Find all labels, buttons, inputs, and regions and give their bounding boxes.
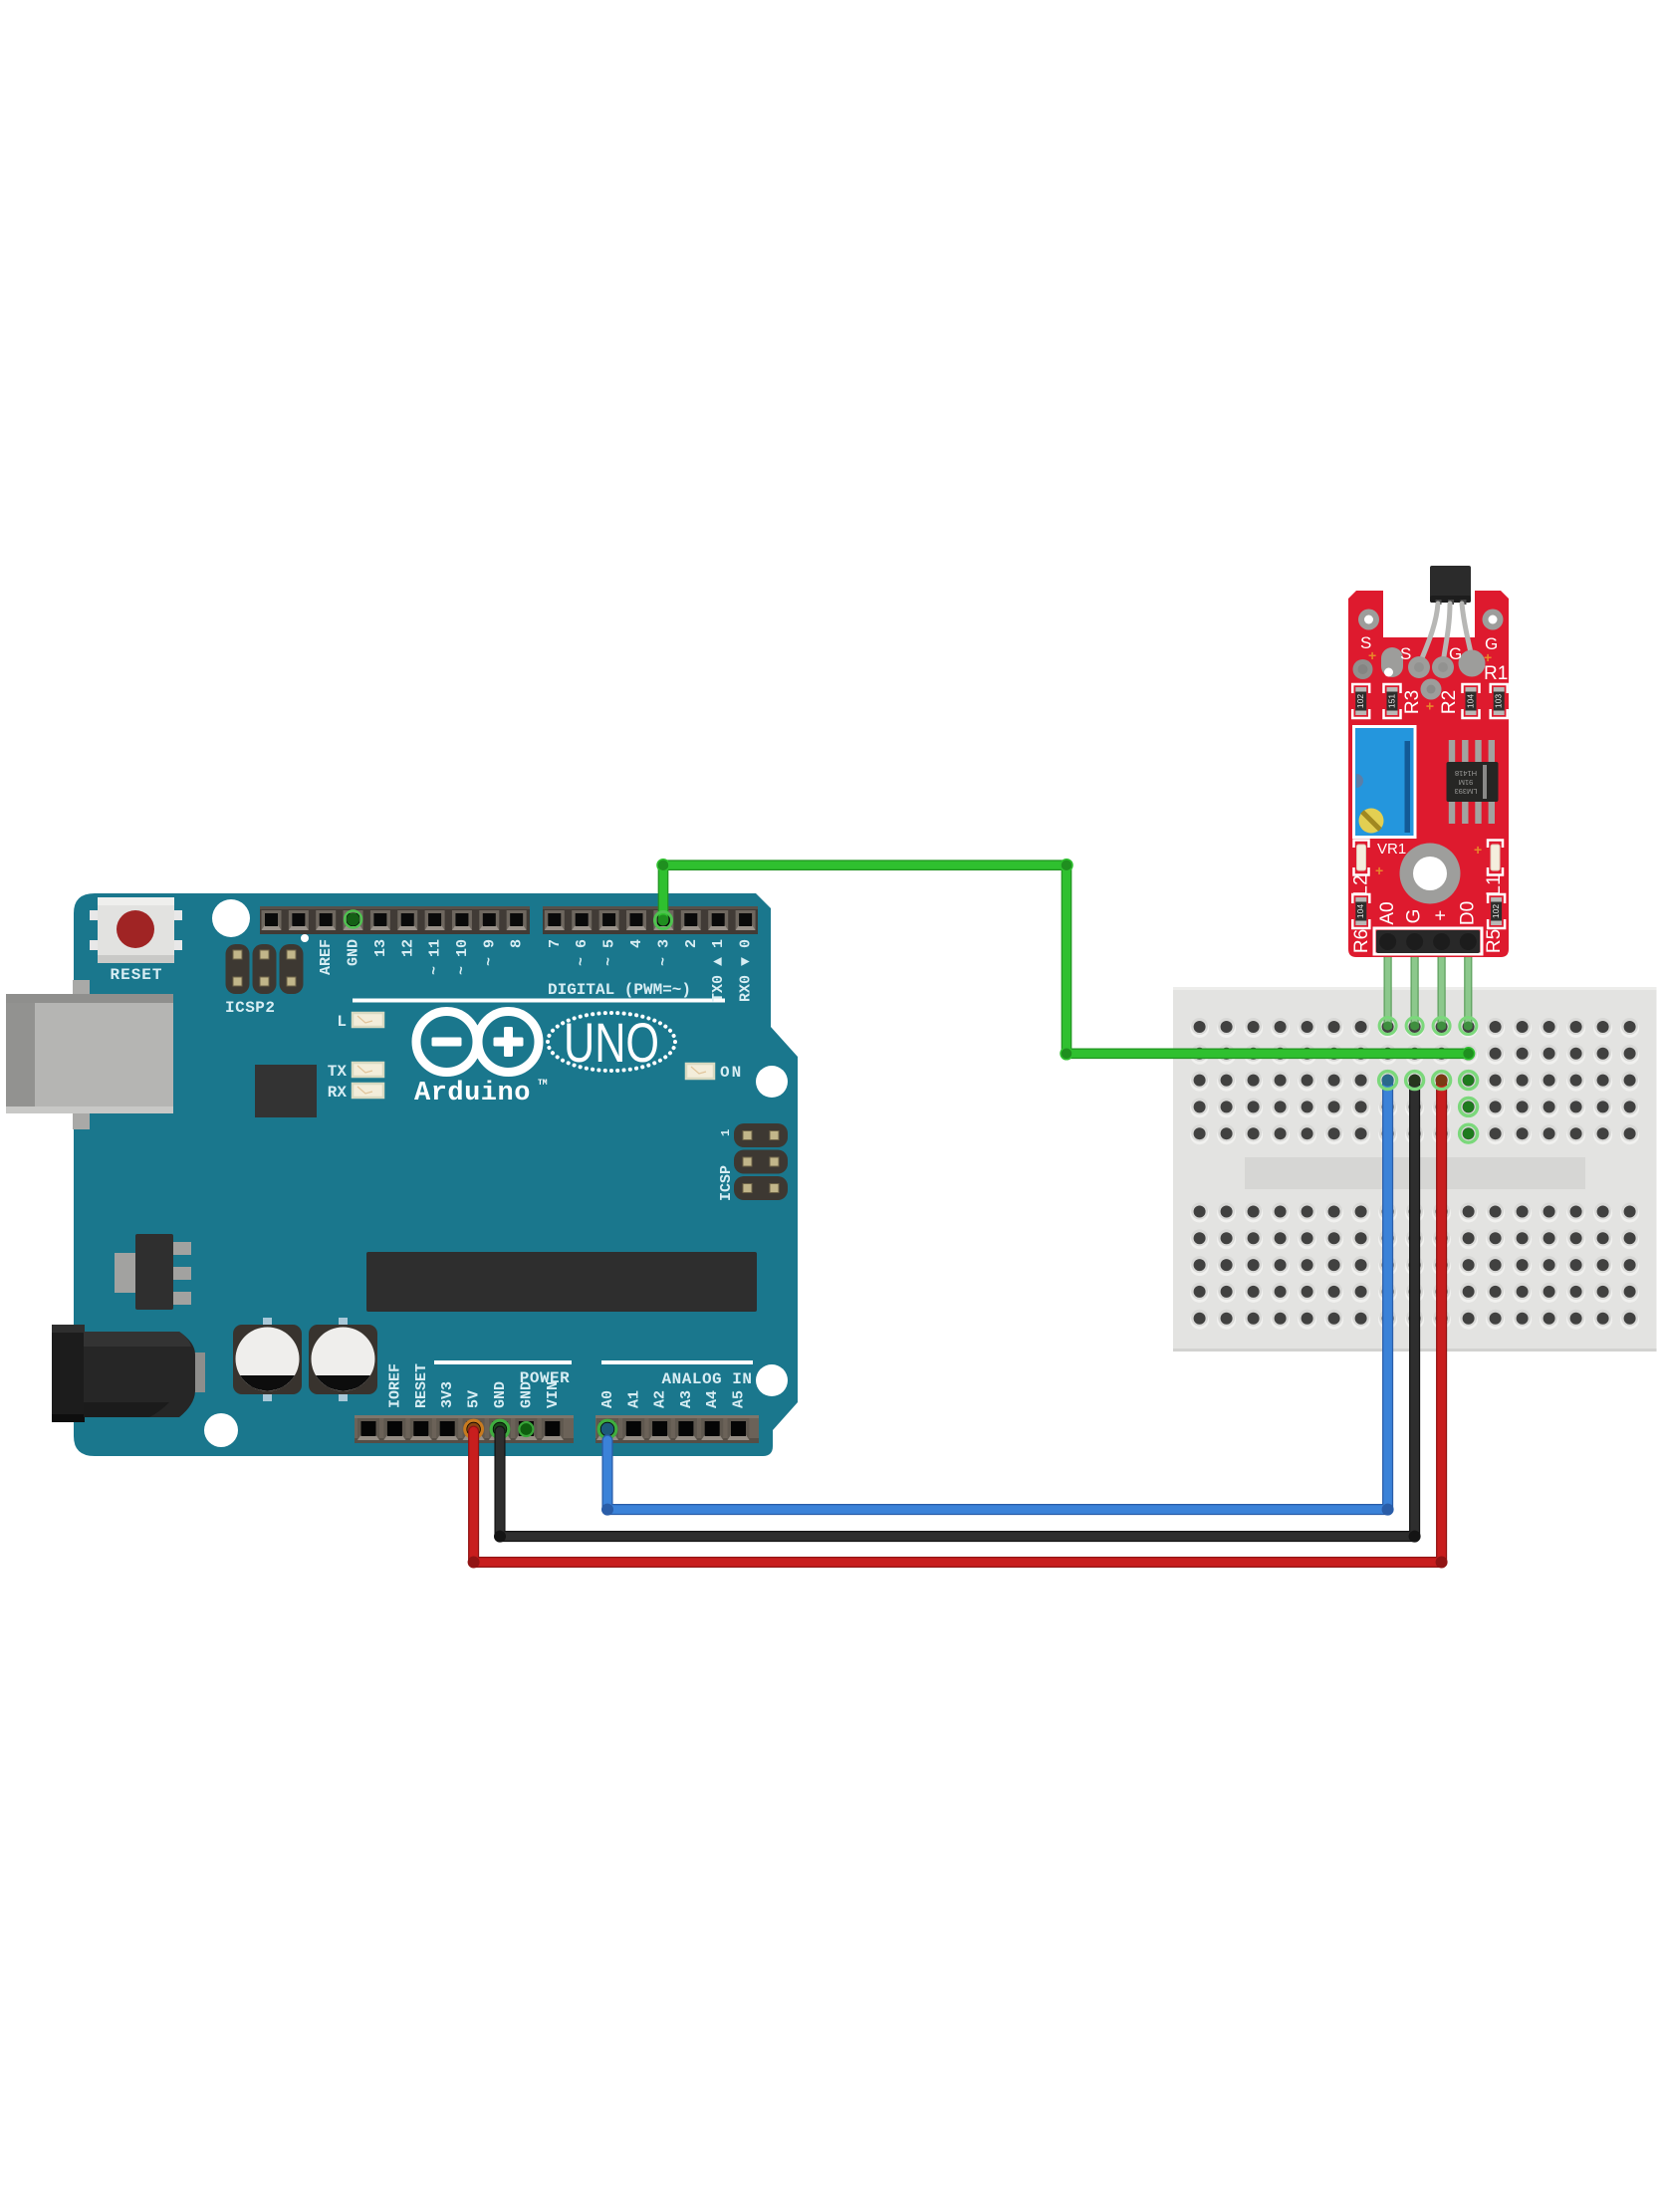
svg-text:104: 104 — [1465, 694, 1475, 708]
svg-text:D0: D0 — [1458, 901, 1479, 925]
svg-text:RX0 ▼ 0: RX0 ▼ 0 — [738, 939, 755, 1002]
svg-text:~ 9: ~ 9 — [481, 939, 498, 966]
svg-text:4: 4 — [628, 939, 645, 948]
svg-text:TX0 ▲ 1: TX0 ▲ 1 — [710, 939, 727, 1002]
svg-text:2: 2 — [683, 939, 700, 948]
svg-text:102: 102 — [1491, 904, 1501, 918]
svg-text:GND: GND — [346, 939, 362, 966]
svg-text:AREF: AREF — [318, 939, 335, 975]
svg-text:G: G — [1485, 634, 1498, 653]
svg-text:~ 10: ~ 10 — [454, 939, 471, 975]
svg-text:TM: TM — [538, 1079, 548, 1088]
svg-text:7: 7 — [547, 939, 564, 948]
svg-text:~ 6: ~ 6 — [574, 939, 591, 966]
svg-text:RESET: RESET — [413, 1363, 430, 1408]
svg-text:A5: A5 — [730, 1390, 747, 1408]
svg-text:VIN: VIN — [545, 1381, 562, 1408]
svg-text:13: 13 — [372, 939, 389, 957]
svg-text:A1: A1 — [625, 1390, 642, 1408]
svg-text:S: S — [1400, 644, 1411, 663]
svg-text:DIGITAL (PWM=~): DIGITAL (PWM=~) — [548, 981, 691, 999]
svg-text:+: + — [1422, 702, 1438, 710]
svg-text:ANALOG IN: ANALOG IN — [662, 1370, 753, 1388]
svg-text:A0: A0 — [1377, 901, 1398, 924]
svg-text:RX: RX — [328, 1084, 348, 1102]
svg-text:R5: R5 — [1484, 929, 1505, 953]
svg-text:91M: 91M — [1459, 778, 1474, 787]
svg-text:LM393: LM393 — [1455, 787, 1478, 796]
svg-text:104: 104 — [1355, 904, 1365, 918]
svg-text:A4: A4 — [704, 1390, 721, 1408]
svg-text:103: 103 — [1493, 694, 1503, 708]
svg-text:IOREF: IOREF — [386, 1363, 403, 1408]
svg-text:5V: 5V — [466, 1390, 483, 1408]
svg-text:12: 12 — [399, 939, 416, 957]
svg-text:~ 11: ~ 11 — [427, 939, 444, 975]
svg-text:+: + — [1484, 649, 1492, 665]
svg-text:S: S — [1360, 633, 1371, 652]
svg-text:A2: A2 — [652, 1390, 669, 1408]
svg-text:+: + — [1375, 862, 1383, 878]
svg-text:L: L — [337, 1013, 347, 1031]
svg-text:A0: A0 — [599, 1390, 616, 1408]
svg-text:+: + — [1474, 842, 1482, 858]
svg-text:UNO: UNO — [564, 1011, 659, 1074]
svg-text:Arduino: Arduino — [414, 1079, 531, 1108]
svg-text:L1: L1 — [1484, 874, 1505, 895]
svg-text:+: + — [1368, 647, 1376, 663]
svg-text:8: 8 — [509, 939, 526, 948]
svg-text:VR1: VR1 — [1377, 841, 1406, 858]
svg-text:+: + — [1431, 909, 1452, 920]
svg-text:R1: R1 — [1484, 663, 1508, 684]
svg-text:G: G — [1449, 644, 1462, 663]
svg-text:3V3: 3V3 — [439, 1381, 456, 1408]
svg-text:L2: L2 — [1351, 874, 1372, 895]
svg-text:ICSP2: ICSP2 — [225, 999, 276, 1017]
svg-text:H1418: H1418 — [1455, 769, 1477, 778]
svg-text:R3: R3 — [1402, 690, 1423, 714]
svg-text:GND: GND — [518, 1381, 535, 1408]
svg-text:R6: R6 — [1351, 929, 1372, 953]
svg-text:151: 151 — [1386, 694, 1396, 708]
svg-text:GND: GND — [492, 1381, 509, 1408]
svg-text:~ 5: ~ 5 — [601, 939, 618, 966]
svg-text:R2: R2 — [1439, 690, 1460, 714]
svg-text:A3: A3 — [678, 1390, 695, 1408]
svg-text:ICSP: ICSP — [718, 1165, 735, 1201]
svg-text:G: G — [1404, 909, 1425, 924]
svg-text:RESET: RESET — [110, 966, 162, 984]
svg-text:POWER: POWER — [520, 1369, 571, 1387]
svg-text:~ 3: ~ 3 — [655, 939, 672, 966]
svg-text:TX: TX — [328, 1063, 348, 1081]
svg-text:ON: ON — [720, 1064, 743, 1082]
svg-text:1: 1 — [719, 1129, 733, 1136]
svg-text:102: 102 — [1355, 694, 1365, 708]
